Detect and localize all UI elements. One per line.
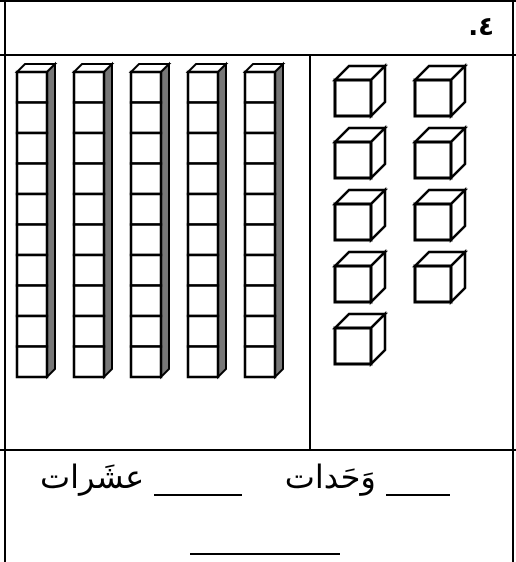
rod-unit-cell [131,72,161,103]
cube-front-face [335,328,371,364]
rod-unit-cell [74,194,104,225]
unit-cube [335,314,385,364]
cube-front-face [415,80,451,116]
rod-unit-cell [245,164,275,195]
rod-unit-cell [74,286,104,317]
rod-unit-cell [188,194,218,225]
rod-unit-cell [188,255,218,286]
rod-unit-cell [131,133,161,164]
tens-rod [245,64,283,377]
rod-unit-cell [74,164,104,195]
tens-rod [131,64,169,377]
tens-blank[interactable] [154,464,242,496]
rod-unit-cell [17,316,47,347]
rod-unit-cell [131,286,161,317]
rod-unit-cell [188,316,218,347]
rod-unit-cell [245,133,275,164]
units-label: وَحَدات [285,458,376,496]
unit-cube [335,252,385,302]
cube-front-face [415,266,451,302]
rod-unit-cell [17,194,47,225]
units-blank[interactable] [386,464,450,496]
rod-unit-cell [188,133,218,164]
rod-unit-cell [245,286,275,317]
rod-unit-cell [74,72,104,103]
unit-cube [335,128,385,178]
unit-cube [335,190,385,240]
rod-unit-cell [131,347,161,378]
rod-unit-cell [74,347,104,378]
rod-unit-cell [188,286,218,317]
rod-unit-cell [74,103,104,134]
rod-unit-cell [17,286,47,317]
rod-unit-cell [17,103,47,134]
cube-front-face [335,142,371,178]
unit-cube [415,190,465,240]
rod-unit-cell [74,255,104,286]
rod-unit-cell [188,225,218,256]
rod-unit-cell [188,72,218,103]
tens-rod [17,64,55,377]
rod-unit-cell [17,133,47,164]
rod-unit-cell [245,103,275,134]
unit-cube [415,66,465,116]
rod-unit-cell [131,164,161,195]
cube-front-face [335,80,371,116]
cube-front-face [335,266,371,302]
tens-label: عشَرات [40,458,144,496]
rod-unit-cell [188,103,218,134]
rod-unit-cell [245,316,275,347]
rod-unit-cell [131,194,161,225]
rod-unit-cell [17,347,47,378]
rod-unit-cell [245,347,275,378]
rod-unit-cell [17,255,47,286]
unit-cube [415,252,465,302]
unit-cube [335,66,385,116]
answer-blanks: وَحَدات عشَرات [70,458,450,496]
tens-rod [74,64,112,377]
rod-unit-cell [131,255,161,286]
total-blank[interactable] [190,553,340,555]
rod-unit-cell [17,72,47,103]
cube-front-face [415,204,451,240]
rod-unit-cell [131,316,161,347]
rod-unit-cell [245,72,275,103]
rod-unit-cell [17,164,47,195]
rod-unit-cell [188,347,218,378]
unit-cube [415,128,465,178]
rod-unit-cell [245,225,275,256]
rod-unit-cell [131,225,161,256]
rod-unit-cell [131,103,161,134]
cube-front-face [335,204,371,240]
tens-rod [188,64,226,377]
rod-unit-cell [245,194,275,225]
rod-unit-cell [74,225,104,256]
rod-unit-cell [17,225,47,256]
rod-unit-cell [74,316,104,347]
rod-unit-cell [245,255,275,286]
cube-front-face [415,142,451,178]
rod-unit-cell [188,164,218,195]
rod-unit-cell [74,133,104,164]
